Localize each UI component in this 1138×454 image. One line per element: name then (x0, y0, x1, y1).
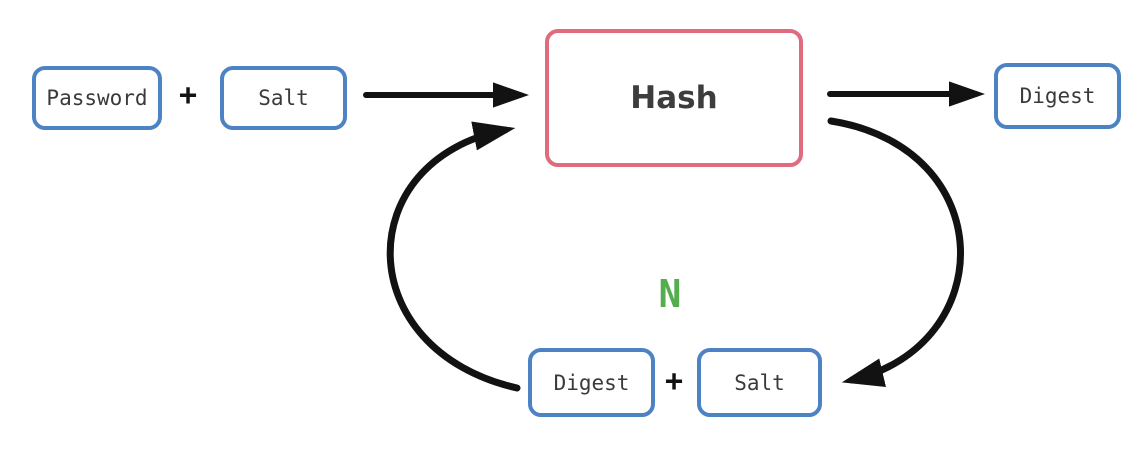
node-salt-feedback: Salt (697, 348, 822, 417)
node-password-label: Password (46, 86, 148, 110)
plus-operator-feedback: + (664, 364, 684, 399)
node-digest-feedback: Digest (528, 348, 655, 417)
node-digest-output-label: Digest (1019, 84, 1096, 108)
iteration-count-label: N (658, 272, 682, 316)
arrow-hash-to-feedback-curve (827, 117, 964, 388)
node-salt-input-label: Salt (258, 86, 309, 110)
node-salt-input: Salt (220, 66, 347, 130)
node-digest-output: Digest (994, 63, 1121, 129)
node-digest-feedback-label: Digest (553, 370, 630, 395)
node-salt-feedback-label: Salt (734, 370, 785, 395)
plus-operator-input: + (178, 78, 198, 113)
node-hash: Hash (545, 29, 803, 167)
node-hash-label: Hash (630, 80, 718, 116)
node-password: Password (32, 66, 162, 130)
arrow-feedback-to-hash-curve (386, 121, 521, 392)
